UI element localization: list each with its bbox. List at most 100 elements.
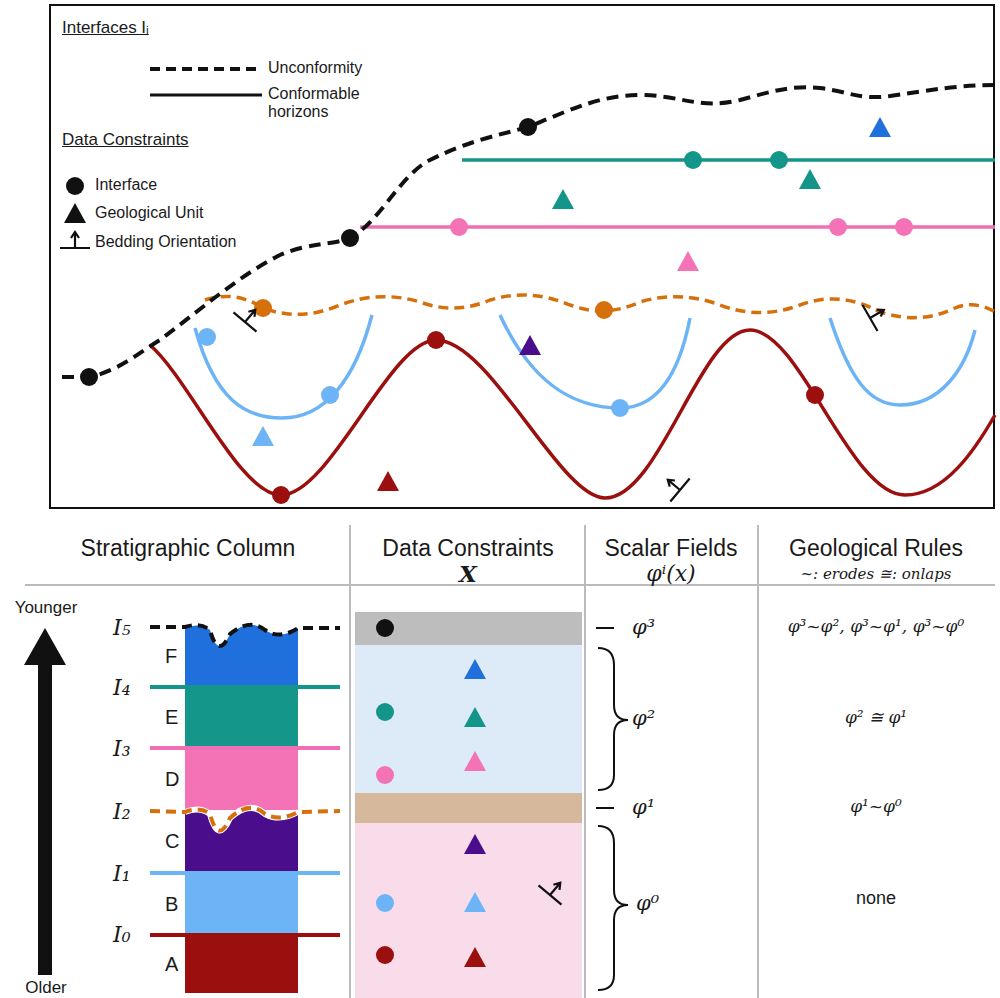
interface-line	[150, 625, 340, 646]
unit-triangle	[552, 189, 574, 209]
legend-text: Bedding Orientation	[95, 233, 236, 251]
interface-dot	[611, 399, 629, 417]
legend-sample	[150, 67, 262, 71]
field-mark	[596, 627, 614, 629]
unit-triangle	[252, 426, 274, 446]
label: φ²	[632, 706, 655, 730]
horizon	[195, 315, 975, 418]
legend-text: Conformable horizons	[268, 85, 368, 122]
interface-line	[150, 808, 340, 831]
interface-dot	[595, 301, 613, 319]
brace	[598, 648, 628, 790]
legend-sample	[150, 94, 262, 97]
label: none	[856, 888, 896, 909]
unit-triangle	[464, 834, 486, 854]
interface-dot	[341, 229, 359, 247]
table-rule	[757, 525, 759, 998]
interface-dot	[427, 331, 445, 349]
band	[355, 793, 582, 823]
table-rule	[25, 584, 995, 586]
unit-triangle	[464, 659, 486, 679]
unit-triangle	[869, 117, 891, 137]
unit-triangle	[64, 203, 86, 223]
legend-text: Unconformity	[268, 59, 362, 77]
label: φ¹~φ⁰	[850, 797, 902, 817]
horizon	[462, 158, 995, 162]
panel-frame	[50, 5, 994, 508]
unit-triangle	[377, 471, 399, 491]
label: D	[165, 768, 179, 791]
label: I₄	[113, 675, 131, 700]
interface-dot	[684, 151, 702, 169]
interface-dot	[66, 177, 84, 195]
band	[355, 612, 582, 645]
interface-dot	[254, 299, 272, 317]
interface-dot	[321, 386, 339, 404]
interface-dot	[376, 619, 394, 637]
label: Data Constraints	[382, 535, 553, 561]
interface-dot	[272, 486, 290, 504]
label: Geological Rules	[789, 535, 963, 561]
interface-line	[150, 933, 340, 937]
interface-dot	[376, 894, 394, 912]
label: φ⁰	[636, 891, 659, 915]
table-rule	[349, 525, 351, 998]
label: I₁	[113, 861, 131, 886]
interface-dot	[895, 218, 913, 236]
unit-triangle	[464, 751, 486, 771]
unit-triangle	[464, 947, 486, 967]
label: Younger	[15, 598, 78, 618]
label: φⁱ(x)	[646, 561, 695, 586]
interface-dot	[806, 386, 824, 404]
unit-triangle	[464, 892, 486, 912]
interface-dot	[450, 218, 468, 236]
unit-triangle	[799, 169, 821, 189]
label: E	[165, 706, 178, 729]
bedding-symbol	[60, 232, 90, 248]
unit-block	[185, 748, 298, 810]
band	[355, 823, 582, 998]
band	[355, 645, 582, 793]
label: I₃	[113, 736, 131, 761]
unit-triangle	[464, 707, 486, 727]
label: I₀	[113, 922, 131, 947]
table-rule	[584, 525, 586, 998]
unit-block	[185, 935, 298, 993]
interface-line	[150, 746, 340, 750]
label: ~: erodes ≅: onlaps	[801, 566, 952, 583]
label: φ³	[632, 615, 655, 639]
interface-dot	[376, 946, 394, 964]
interface-dot	[829, 218, 847, 236]
label: C	[165, 830, 179, 853]
label: X	[459, 561, 477, 587]
field-mark	[596, 807, 614, 809]
label: Data Constraints	[62, 130, 189, 150]
label: Scalar Fields	[605, 535, 738, 561]
bedding-symbol	[539, 873, 572, 905]
unit-block	[185, 808, 298, 873]
legend-text: Interface	[95, 176, 157, 194]
bedding-symbol	[863, 297, 892, 331]
interface-line	[150, 871, 340, 875]
interface-dot	[770, 151, 788, 169]
unit-triangle	[519, 335, 541, 355]
label: A	[165, 953, 178, 976]
interface-dot	[519, 118, 537, 136]
label: Older	[25, 978, 67, 998]
interface-dot	[376, 766, 394, 784]
brace	[598, 826, 628, 990]
bedding-symbol	[234, 300, 267, 332]
unit-block	[185, 873, 298, 935]
legend-text: Geological Unit	[95, 204, 204, 222]
label: Interfaces Iᵢ	[62, 18, 149, 38]
age-arrow	[24, 628, 66, 975]
label: I₂	[113, 799, 131, 824]
label: φ³~φ², φ³~φ¹, φ³~φ⁰	[788, 617, 965, 637]
interface-dot	[80, 368, 98, 386]
label: I₅	[113, 615, 131, 640]
label: Stratigraphic Column	[81, 535, 296, 561]
bedding-symbol	[658, 468, 690, 501]
label: φ¹	[632, 795, 655, 819]
label: φ² ≅ φ¹	[845, 708, 907, 728]
